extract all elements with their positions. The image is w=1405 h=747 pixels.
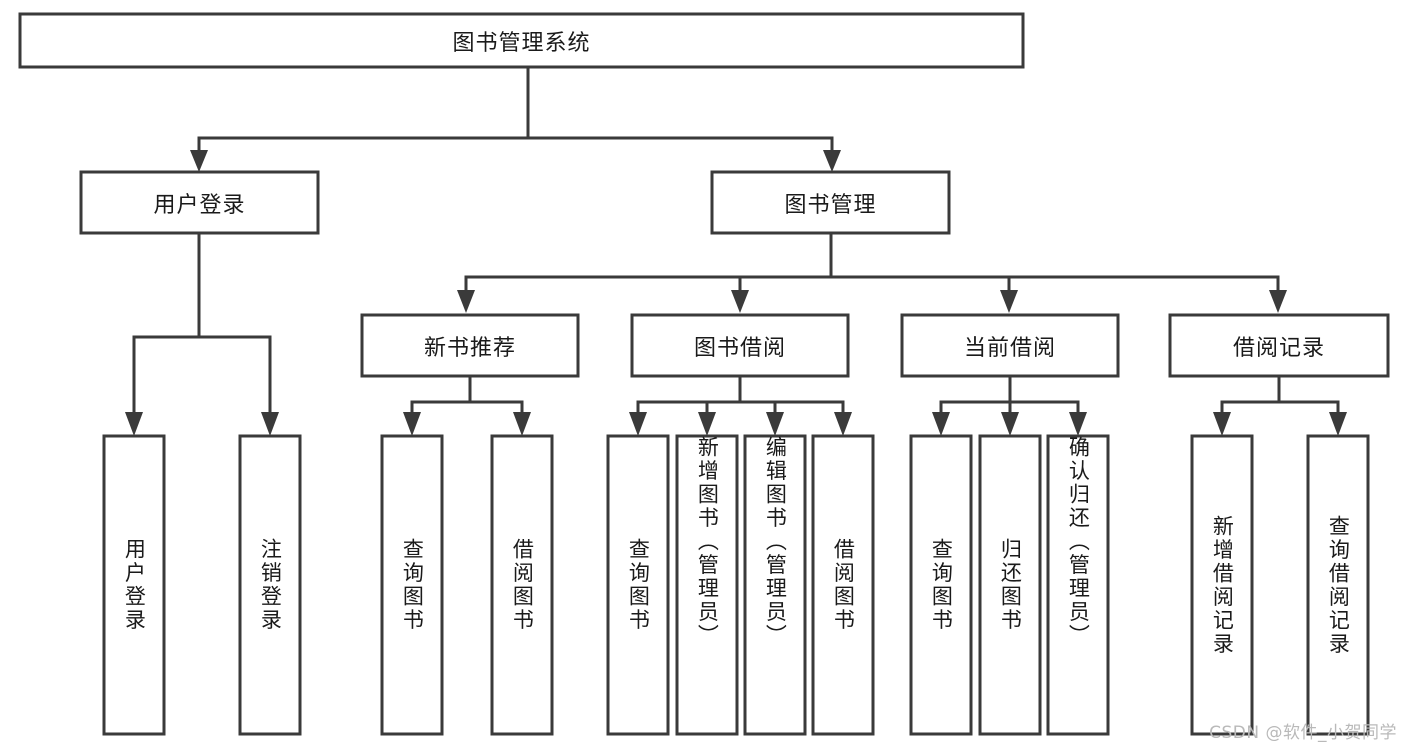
node-book-mgmt-box[interactable] (710, 170, 951, 235)
node-leaf-borrow-1-box[interactable] (675, 434, 739, 736)
arrowhead-current-leaf3 (1069, 412, 1087, 436)
node-newbook-box[interactable] (360, 313, 580, 378)
arrowhead-current-leaf2 (1001, 412, 1019, 436)
node-record-box[interactable] (1168, 313, 1390, 378)
arrowhead-borrow-leaf1 (629, 412, 647, 436)
node-leaf-newbook-1-box[interactable] (490, 434, 554, 736)
node-leaf-record-1-box[interactable] (1306, 434, 1370, 736)
arrowhead-record-leaf2 (1329, 412, 1347, 436)
node-leaf-newbook-0-box[interactable] (380, 434, 444, 736)
node-leaf-borrow-2-box[interactable] (743, 434, 807, 736)
node-leaf-current-1-box[interactable] (978, 434, 1042, 736)
arrowhead-bm-to-borrow (731, 290, 749, 313)
arrowhead-newbook-leaf2 (513, 412, 531, 436)
arrowhead-bm-to-newbook (457, 290, 475, 313)
arrowhead-borrow-leaf3 (766, 412, 784, 436)
node-leaf-user-login-0-box[interactable] (102, 434, 166, 736)
node-leaf-current-2-box[interactable] (1046, 434, 1110, 736)
node-root-box[interactable] (18, 12, 1025, 69)
arrowhead-user-login-leaf2 (261, 412, 279, 436)
arrowhead-root-to-user-login (190, 150, 208, 172)
arrowhead-borrow-leaf2 (698, 412, 716, 436)
node-leaf-borrow-0-box[interactable] (606, 434, 670, 736)
arrowhead-record-leaf1 (1213, 412, 1231, 436)
arrowhead-bm-to-current (1000, 290, 1018, 313)
node-leaf-user-login-1-box[interactable] (238, 434, 302, 736)
arrowhead-current-leaf1 (932, 412, 950, 436)
arrowhead-bm-to-record (1269, 290, 1287, 313)
arrowhead-newbook-leaf1 (403, 412, 421, 436)
node-user-login-box[interactable] (79, 170, 320, 235)
arrowhead-borrow-leaf4 (834, 412, 852, 436)
node-current-box[interactable] (900, 313, 1120, 378)
node-leaf-current-0-box[interactable] (909, 434, 973, 736)
arrowhead-user-login-leaf1 (125, 412, 143, 436)
arrowhead-root-to-book-mgmt (823, 150, 841, 172)
node-leaf-borrow-3-box[interactable] (811, 434, 875, 736)
node-borrow-box[interactable] (630, 313, 850, 378)
node-leaf-record-0-box[interactable] (1190, 434, 1254, 736)
